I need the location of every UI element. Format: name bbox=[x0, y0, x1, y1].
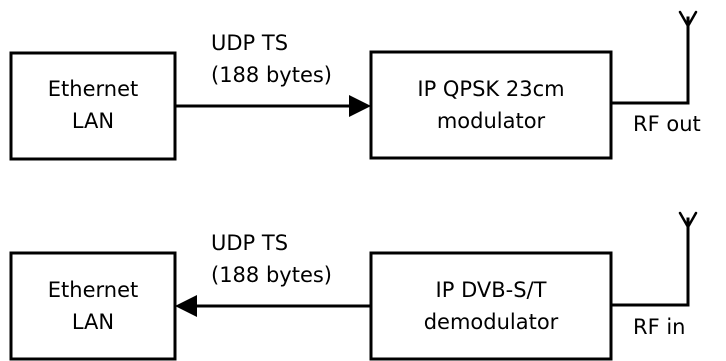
rx-demodulator-box bbox=[369, 251, 613, 361]
tx-modulator-label-line2: modulator bbox=[437, 109, 546, 133]
tx-rf-feed-line bbox=[609, 16, 690, 105]
rx-ethernet-lan-label-line1: Ethernet bbox=[48, 278, 138, 302]
tx-arrowhead-right-icon bbox=[349, 95, 371, 117]
rx-ethernet-lan-label-line2: LAN bbox=[72, 310, 114, 334]
rx-antenna-icon bbox=[678, 211, 698, 229]
rx-arrowhead-left-icon bbox=[175, 295, 197, 317]
tx-antenna-icon bbox=[678, 10, 698, 28]
rx-rf-label: RF in bbox=[633, 315, 686, 339]
rx-demodulator-label-line1: IP DVB-S/T bbox=[436, 278, 547, 302]
tx-ethernet-lan-label-line1: Ethernet bbox=[48, 77, 138, 101]
tx-ethernet-lan-label-line2: LAN bbox=[72, 109, 114, 133]
rx-ethernet-lan-box bbox=[9, 251, 177, 361]
tx-link-label-line2: (188 bytes) bbox=[211, 63, 332, 87]
rx-link-label-line2: (188 bytes) bbox=[211, 263, 332, 287]
tx-link-label-line1: UDP TS bbox=[211, 31, 288, 55]
rx-rf-feed-line bbox=[609, 217, 690, 307]
rx-demodulator-label-line2: demodulator bbox=[424, 310, 559, 334]
tx-chain: Ethernet LAN UDP TS (188 bytes) IP QPSK … bbox=[9, 10, 701, 161]
rx-link-label-line1: UDP TS bbox=[211, 231, 288, 255]
tx-modulator-box bbox=[369, 50, 613, 160]
tx-rf-label: RF out bbox=[633, 112, 701, 136]
rx-chain: Ethernet LAN UDP TS (188 bytes) IP DVB-S… bbox=[9, 211, 698, 361]
tx-modulator-label-line1: IP QPSK 23cm bbox=[417, 77, 564, 101]
tx-ethernet-lan-box bbox=[9, 51, 177, 161]
